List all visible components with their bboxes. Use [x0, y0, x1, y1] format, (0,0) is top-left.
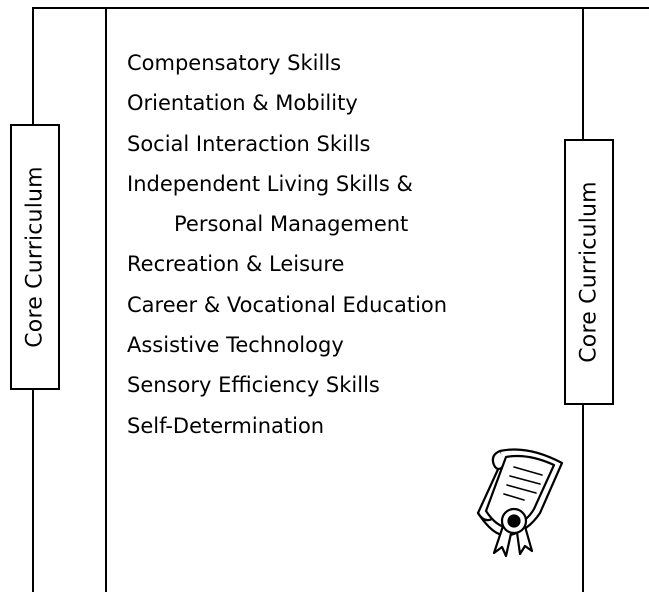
skill-item: Orientation & Mobility [127, 91, 358, 116]
diploma-icon [476, 448, 564, 558]
core-curriculum-box-left: Core Curriculum [10, 124, 60, 390]
skill-item: Social Interaction Skills [127, 131, 371, 156]
core-curriculum-box-right: Core Curriculum [564, 139, 614, 405]
core-curriculum-label-left: Core Curriculum [22, 166, 48, 348]
skill-item: Recreation & Leisure [127, 252, 345, 277]
skill-item-continuation: Personal Management [174, 212, 409, 237]
skill-item: Career & Vocational Education [127, 292, 448, 317]
skill-item: Sensory Efficiency Skills [127, 373, 380, 398]
skill-item: Independent Living Skills & [127, 171, 413, 196]
top-rule [32, 7, 649, 9]
core-curriculum-label-right: Core Curriculum [576, 181, 602, 363]
skill-item: Compensatory Skills [127, 51, 342, 75]
skills-list: Compensatory Skills Orientation & Mobili… [127, 43, 447, 446]
skill-item: Self-Determination [127, 413, 325, 438]
skill-item: Assistive Technology [127, 333, 344, 358]
left-inner-rule [105, 7, 107, 592]
